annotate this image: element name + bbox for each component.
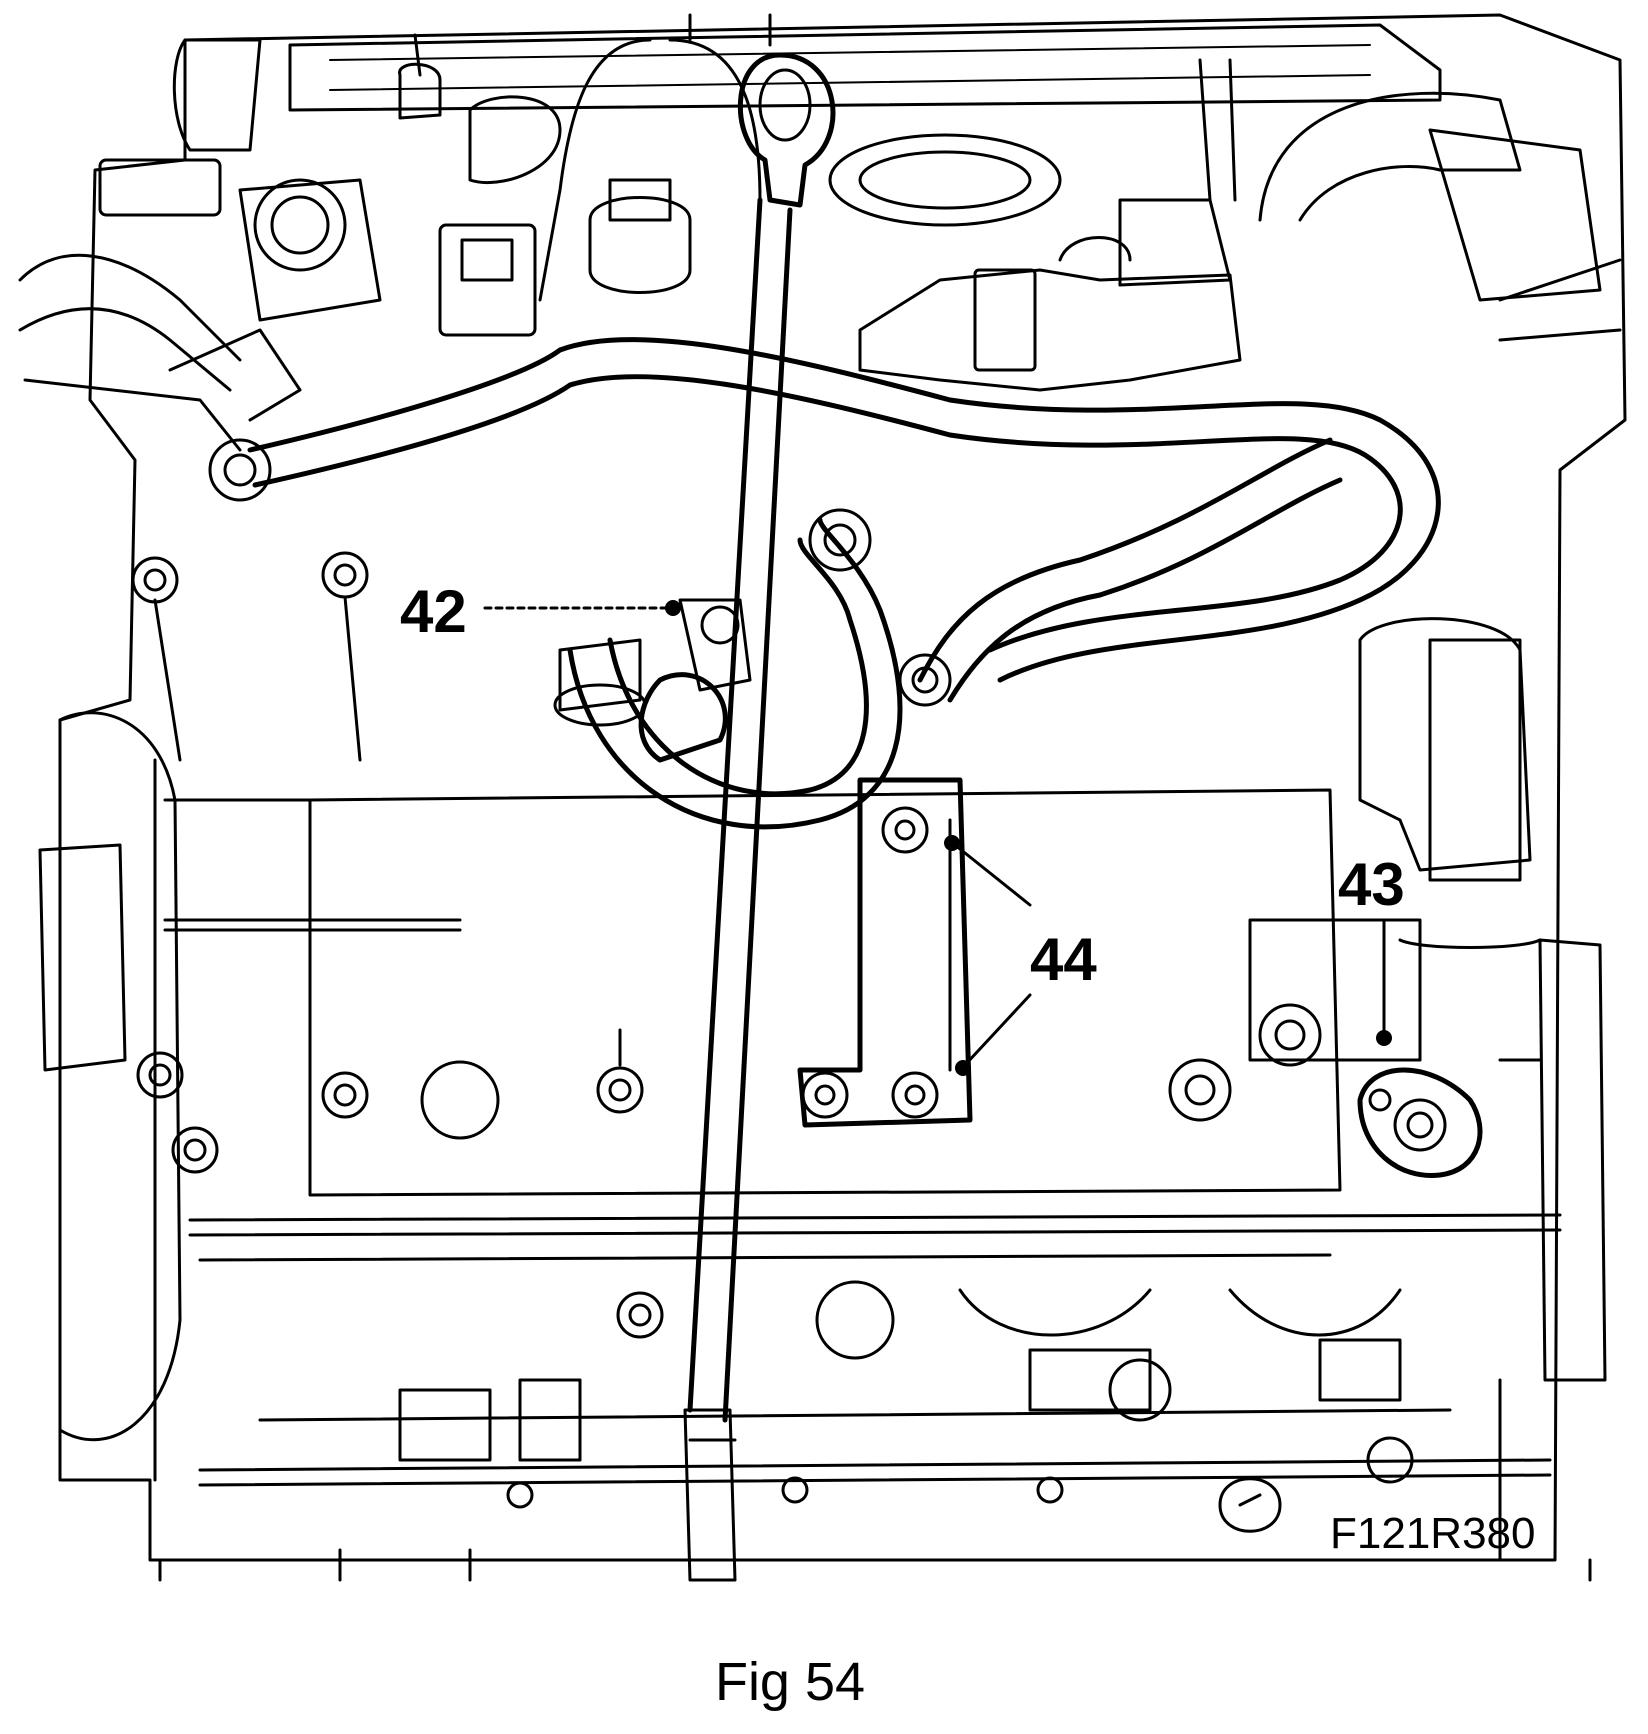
figure-caption: Fig 54 xyxy=(715,1652,865,1712)
callout-43-label: 43 xyxy=(1338,851,1405,918)
callout-42-label: 42 xyxy=(400,578,467,645)
callout-43-dot xyxy=(1376,1030,1392,1046)
callout-44-label: 44 xyxy=(1030,926,1097,993)
figure-reference-code: F121R380 xyxy=(1330,1509,1535,1558)
callout-44-dot-lower xyxy=(955,1060,971,1076)
engine-line-art xyxy=(18,13,1627,1582)
callout-44-dot-upper xyxy=(944,835,960,851)
callout-leaders xyxy=(483,600,1392,1076)
callout-42-dot xyxy=(665,600,681,616)
